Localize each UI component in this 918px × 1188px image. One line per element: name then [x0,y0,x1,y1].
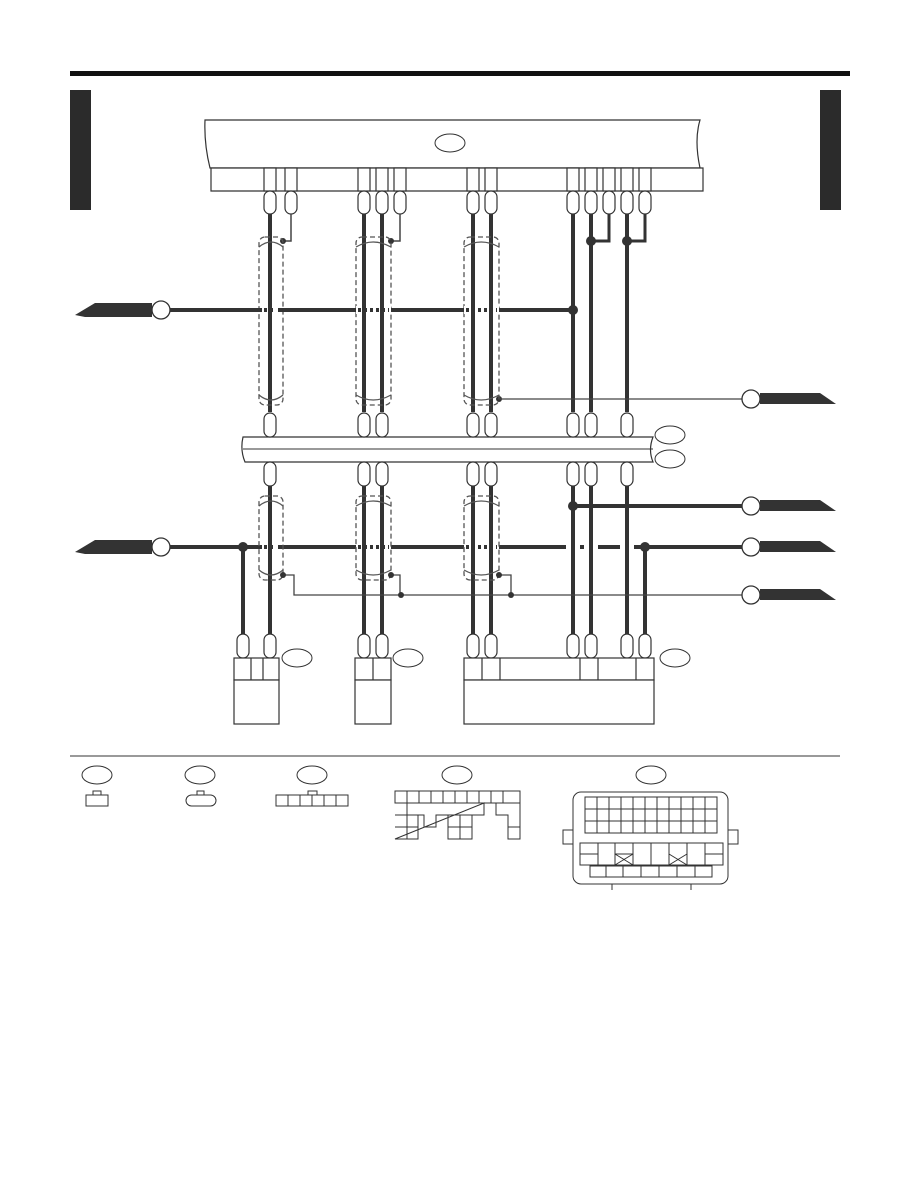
junction-upper-capsules [263,412,634,438]
sensor-1-label-oval [281,648,313,668]
upper-pin-capsules [263,190,652,215]
upper-shield-caps [258,241,500,401]
lower-ground-wires [283,574,742,596]
lower-power-bus [170,542,742,552]
upper-power-bus [170,305,573,315]
upper-shields [258,236,500,406]
header-rule [70,71,850,76]
junction-label-oval-1 [654,425,686,445]
lower-shield-caps [258,500,500,576]
upper-splice-dots [280,236,632,402]
right-terminal-top [741,389,836,409]
left-terminal-top [75,300,171,320]
module-3-label-oval [659,648,691,668]
right-terminal-mid1 [741,496,836,516]
legend-connector-5 [562,765,739,890]
legend-connector-2 [184,765,217,807]
right-terminal-mid2 [741,537,836,557]
junction-label-oval-2 [654,449,686,469]
legend-connector-1 [81,765,113,807]
lower-shields [258,495,500,581]
legend-connector-3 [275,765,349,807]
right-section-tab [820,90,841,210]
left-terminal-bottom [75,537,171,557]
junction-lower-capsules [263,461,634,487]
upper-jumpers [591,214,647,243]
sensor-2 [354,657,392,725]
sensor-1 [233,657,280,725]
lower-splice-dots [238,501,650,598]
joint-connector-block [241,425,686,469]
right-terminal-bottom [741,585,836,605]
left-section-tab [70,90,91,210]
control-unit-label-oval [434,133,466,153]
ecu-terminal-pins [263,167,652,192]
lower-signal-wires [241,486,742,634]
sensor-2-label-oval [392,648,424,668]
control-unit [204,119,704,192]
legend-connector-4 [394,765,521,840]
module-3 [463,657,655,725]
